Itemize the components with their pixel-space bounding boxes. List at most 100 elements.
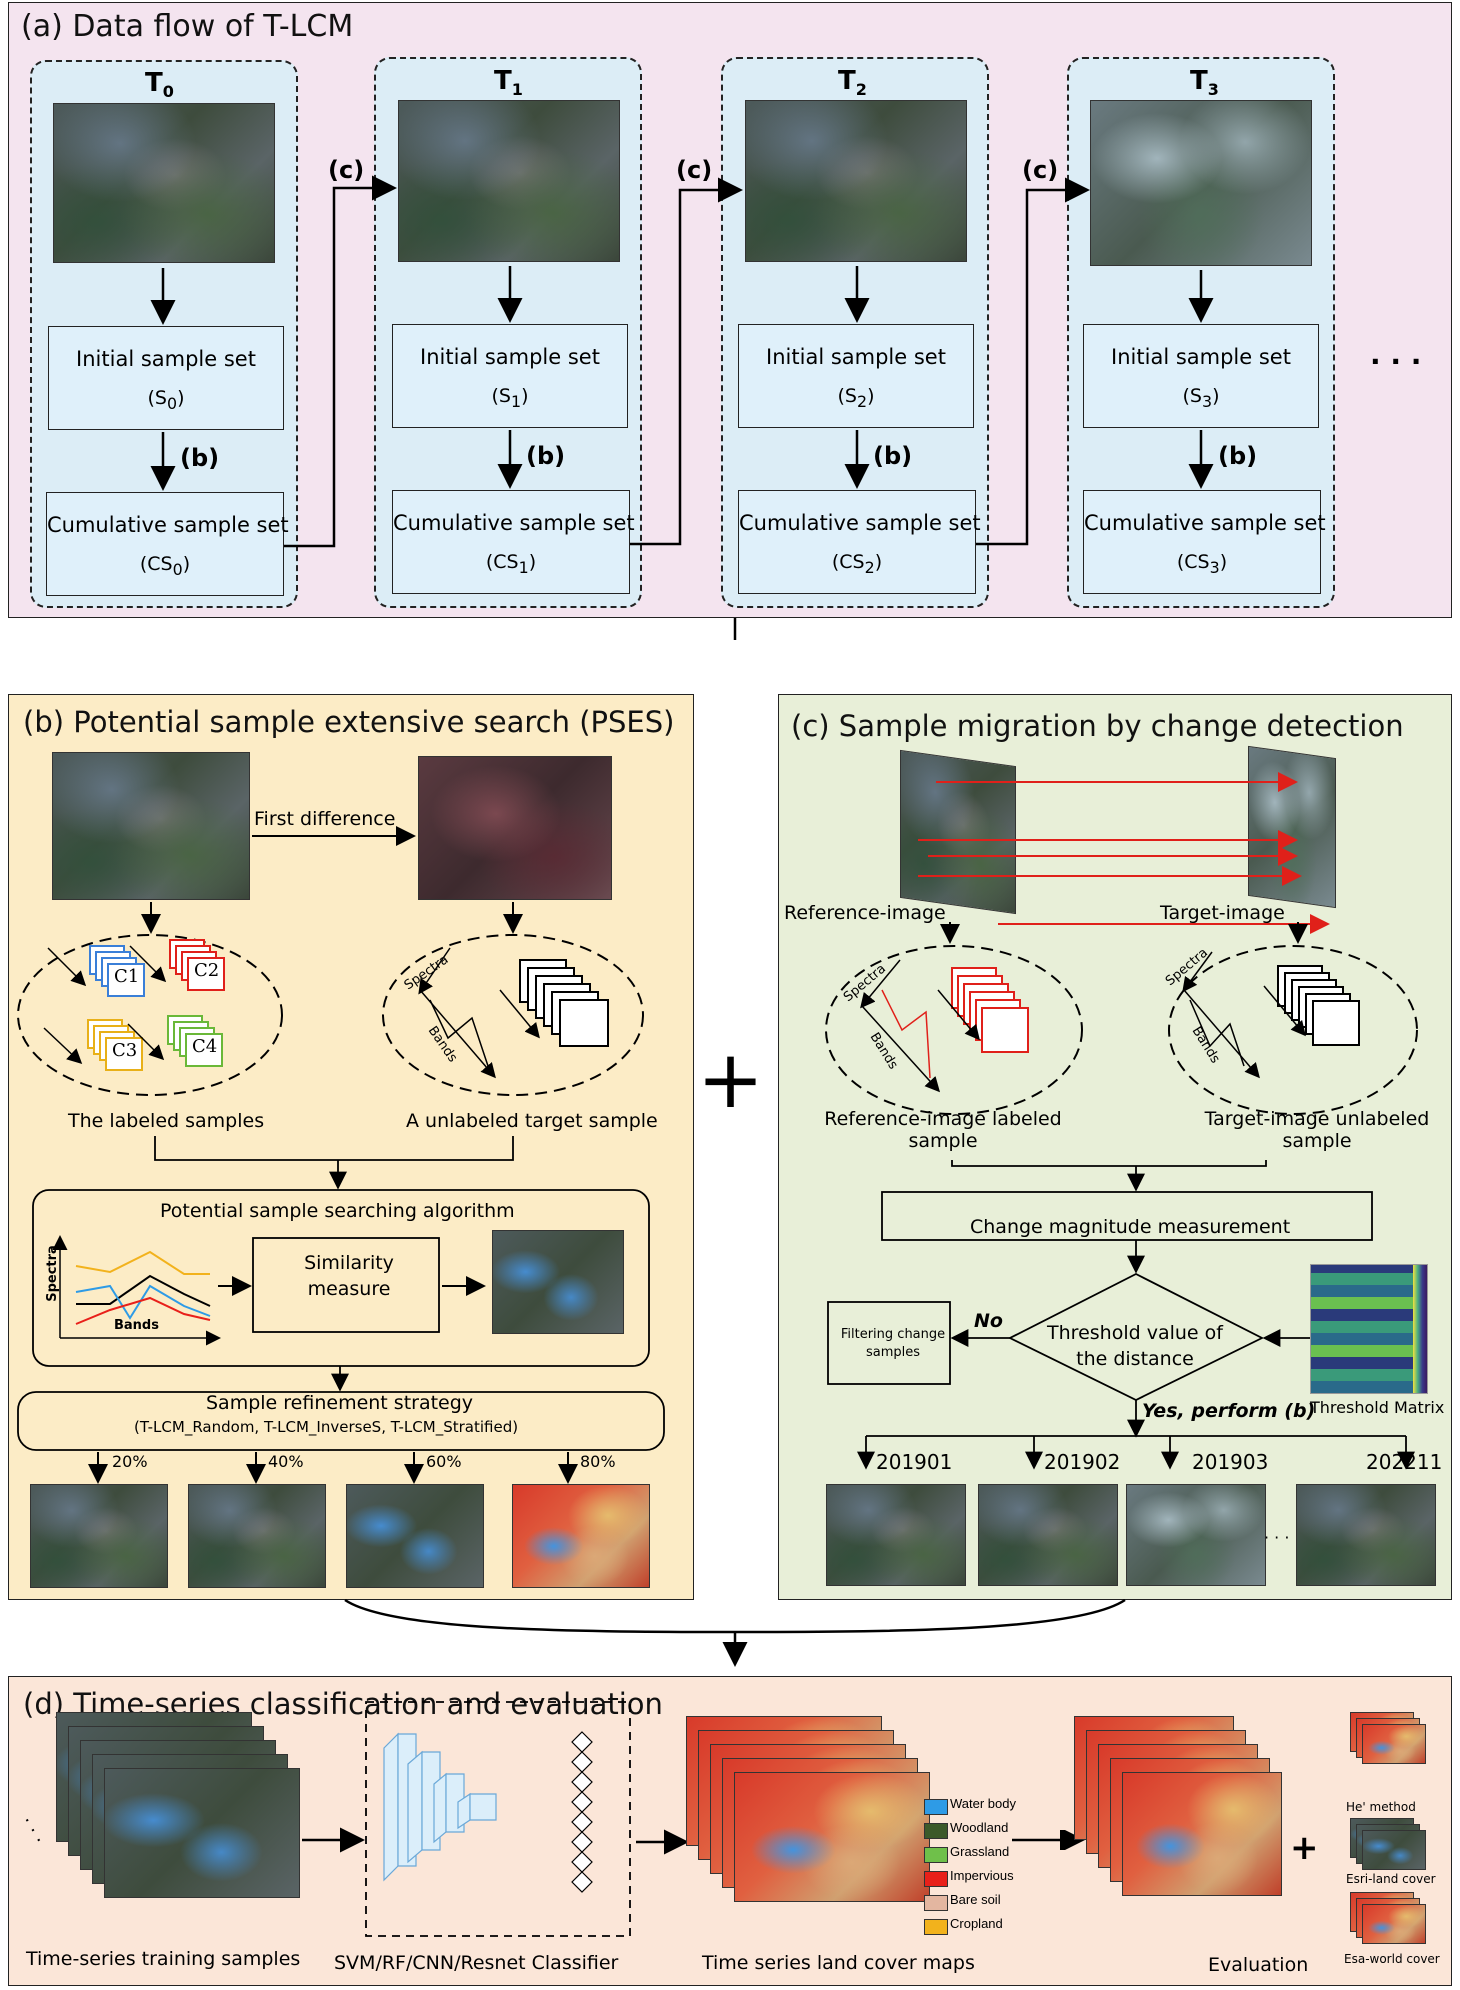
class-stack-c1 <box>89 945 145 997</box>
similarity-measure-label: Similarity measure <box>304 1252 394 1300</box>
arrow-label-c-2: (c) <box>676 156 713 184</box>
product-he-method-label: He' method <box>1346 1800 1416 1814</box>
legend-swatch <box>924 1895 948 1911</box>
product-he-method-3 <box>1362 1724 1426 1764</box>
percent-label-40: 40% <box>268 1452 304 1471</box>
land-cover-map-5 <box>734 1772 930 1902</box>
panel-b-diagram: Spectra Bands <box>17 826 665 1484</box>
date-label-202211: 202211 <box>1366 1450 1443 1474</box>
panel-c-title: (c) Sample migration by change detection <box>791 709 1404 743</box>
reference-sample-stack <box>951 967 1029 1053</box>
class-label-c2: C2 <box>194 960 220 981</box>
migrated-image-201903 <box>1126 1484 1266 1586</box>
migrated-image-201901 <box>826 1484 966 1586</box>
arrow-label-c-3: (c) <box>1022 156 1059 184</box>
plus-sign: + <box>697 1033 765 1126</box>
class-stack-c3 <box>87 1019 143 1071</box>
legend-swatch <box>924 1871 948 1887</box>
product-esa-3 <box>1362 1904 1426 1944</box>
date-label-201903: 201903 <box>1192 1450 1269 1474</box>
initial-sample-box-t2: Initial sample set (S2) <box>738 324 974 428</box>
first-difference-label: First difference <box>254 808 396 830</box>
algorithm-result-image <box>492 1230 624 1334</box>
filtering-change-samples: Filtering change samples <box>840 1327 946 1360</box>
algo-chart-spectra-label: Spectra <box>44 1245 60 1302</box>
refinement-title: Sample refinement strategy <box>206 1392 474 1414</box>
arrow-label-b-t1: (b) <box>526 442 566 470</box>
date-label-201902: 201902 <box>1044 1450 1121 1474</box>
class-label-c1: C1 <box>114 966 140 987</box>
panel-c-diagram: Spectra Bands Spectra Bands <box>825 772 1418 1470</box>
panel-c: (c) Sample migration by change detection <box>778 694 1452 1600</box>
svg-text:Spectra: Spectra <box>1163 945 1211 989</box>
target-sample-stack <box>1277 965 1360 1046</box>
initial-sample-box-t0: Initial sample set (S0) <box>48 326 284 430</box>
cumulative-sample-box-t2: Cumulative sample set (CS2) <box>738 490 981 594</box>
cumulative-sample-box-t3: Cumulative sample set (CS3) <box>1083 490 1326 594</box>
time-label-t1: T1 <box>494 66 523 100</box>
arrow-label-b-t2: (b) <box>873 442 913 470</box>
refined-image-80 <box>512 1484 650 1588</box>
evaluation-map-5 <box>1122 1772 1282 1896</box>
class-stack-c4 <box>167 1015 223 1067</box>
satellite-image-t2 <box>745 100 967 262</box>
cumulative-sample-box-t0: Cumulative sample set (CS0) <box>46 492 289 596</box>
evaluation-plus: + <box>1290 1828 1319 1868</box>
product-esri-label: Esri-land cover <box>1346 1872 1436 1886</box>
target-image-label: Target-image <box>1160 902 1285 924</box>
time-label-t0: T0 <box>145 68 174 102</box>
reference-image-label: Reference-image <box>784 902 946 924</box>
no-label: No <box>974 1310 1003 1332</box>
migrated-ellipsis: · · · <box>1264 1528 1290 1547</box>
product-esa-label: Esa-world cover <box>1344 1952 1440 1966</box>
class-label-c4: C4 <box>192 1036 218 1057</box>
percent-label-60: 60% <box>426 1452 462 1471</box>
panel-a-arrows <box>150 175 1214 640</box>
refined-image-60 <box>346 1484 484 1588</box>
panel-b-source-image <box>52 752 250 900</box>
initial-sample-box-t3: Initial sample set (S3) <box>1083 324 1319 428</box>
legend-swatch <box>924 1919 948 1935</box>
panel-b-title: (b) Potential sample extensive search (P… <box>23 705 675 739</box>
satellite-image-t1 <box>398 100 620 262</box>
threshold-matrix-image <box>1310 1264 1428 1394</box>
ellipsis-more-columns: · · · <box>1370 345 1422 378</box>
evaluation-label: Evaluation <box>1208 1954 1309 1976</box>
classifier-label: SVM/RF/CNN/Resnet Classifier <box>334 1952 619 1974</box>
algorithm-title: Potential sample searching algorithm <box>160 1200 515 1222</box>
panel-a-title: (a) Data flow of T-LCM <box>21 9 354 44</box>
panel-b-difference-image <box>418 756 612 900</box>
legend-swatch <box>924 1799 948 1815</box>
labeled-samples-label: The labeled samples <box>68 1110 265 1132</box>
migrated-image-202211 <box>1296 1484 1436 1586</box>
unlabeled-stack <box>519 959 609 1047</box>
reference-labeled-sample-label: Reference-image labeled sample <box>824 1108 1062 1152</box>
migrated-image-201902 <box>978 1484 1118 1586</box>
time-label-t2: T2 <box>838 66 867 100</box>
yes-perform-b-label: Yes, perform (b) <box>1142 1400 1316 1422</box>
satellite-image-t0 <box>53 103 275 263</box>
classifier-diagram <box>302 1701 689 1937</box>
initial-sample-box-t1: Initial sample set (S1) <box>392 324 628 428</box>
threshold-matrix-label: Threshold Matrix <box>1310 1398 1445 1417</box>
legend-swatch <box>924 1823 948 1839</box>
svg-text:Bands: Bands <box>867 1030 901 1072</box>
svg-text:Bands: Bands <box>1189 1024 1223 1066</box>
training-samples-label: Time-series training samples <box>26 1948 301 1970</box>
cumulative-sample-box-t1: Cumulative sample set (CS1) <box>392 490 635 594</box>
svg-text:Spectra: Spectra <box>402 952 452 993</box>
land-cover-maps-label: Time series land cover maps <box>702 1952 975 1974</box>
change-magnitude-label: Change magnitude measurement <box>970 1216 1291 1238</box>
training-sample-stack-5 <box>104 1768 300 1898</box>
product-esri-3 <box>1362 1830 1426 1870</box>
class-label-c3: C3 <box>112 1040 138 1061</box>
merge-connector <box>344 1598 1126 1667</box>
arrow-label-b-t3: (b) <box>1218 442 1258 470</box>
algo-chart-bands-label: Bands <box>114 1318 159 1333</box>
refined-image-40 <box>188 1484 326 1588</box>
date-label-201901: 201901 <box>876 1450 953 1474</box>
time-label-t3: T3 <box>1190 66 1219 100</box>
evaluation-arrow <box>1012 1830 1085 1850</box>
target-unlabeled-sample-label: Target-image unlabeled sample <box>1204 1108 1430 1152</box>
arrow-label-c-1: (c) <box>328 156 365 184</box>
